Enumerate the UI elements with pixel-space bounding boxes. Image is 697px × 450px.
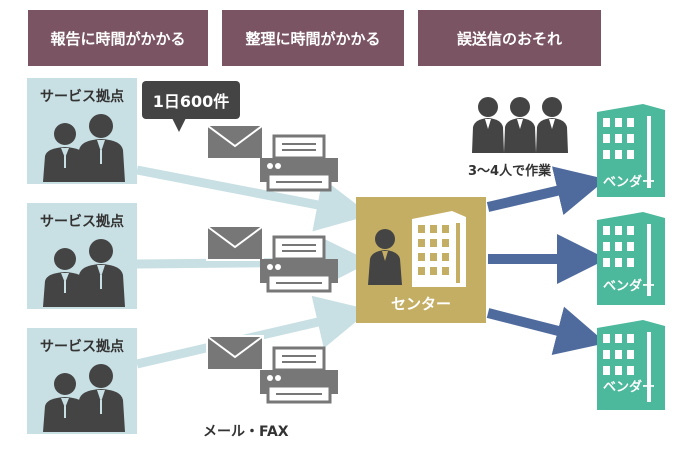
printer-icon (260, 134, 338, 192)
volume-bubble-tail (172, 118, 186, 132)
arrow-center-to-vendor3 (486, 306, 607, 356)
office-building-icon (412, 211, 466, 287)
printer-icon (260, 235, 338, 293)
center-label: センター (390, 295, 451, 313)
vendor-label: ベンダー (603, 279, 656, 294)
staff-group-icon (472, 97, 568, 153)
volume-bubble: 1日600件 (142, 81, 240, 119)
envelope-icon (206, 124, 264, 160)
center-box: センター (356, 197, 486, 323)
staff-label: 3～4人で作業 (468, 164, 552, 179)
channel-label: メール・FAX (203, 424, 289, 440)
arrow-center-to-vendor1 (486, 166, 607, 216)
vendor-label: ベンダー (603, 380, 656, 395)
issue-tag-report: 報告に時間がかかる (28, 10, 208, 66)
vendor-building-icon (597, 320, 665, 410)
two-people-icon (43, 239, 125, 307)
issue-tag-organize: 整理に時間がかかる (222, 10, 404, 66)
printer-icon (260, 346, 338, 404)
service-site-2: サービス拠点 (27, 203, 137, 309)
service-site-1: サービス拠点 (27, 78, 137, 184)
service-site-label: サービス拠点 (40, 339, 124, 355)
two-people-icon (43, 364, 125, 432)
vendor-building-icon (597, 104, 665, 197)
vendor-label: ベンダー (603, 175, 656, 190)
envelope-icon (206, 335, 264, 371)
service-site-label: サービス拠点 (40, 214, 124, 230)
service-site-label: サービス拠点 (40, 89, 124, 105)
issue-tag-misdelivery: 誤送信のおそれ (418, 10, 601, 66)
arrow-site1-to-center (136, 165, 371, 232)
envelope-icon (206, 225, 264, 261)
two-people-icon (43, 114, 125, 182)
person-icon (368, 229, 402, 285)
vendor-building-icon (597, 212, 665, 305)
service-site-3: サービス拠点 (27, 328, 137, 434)
